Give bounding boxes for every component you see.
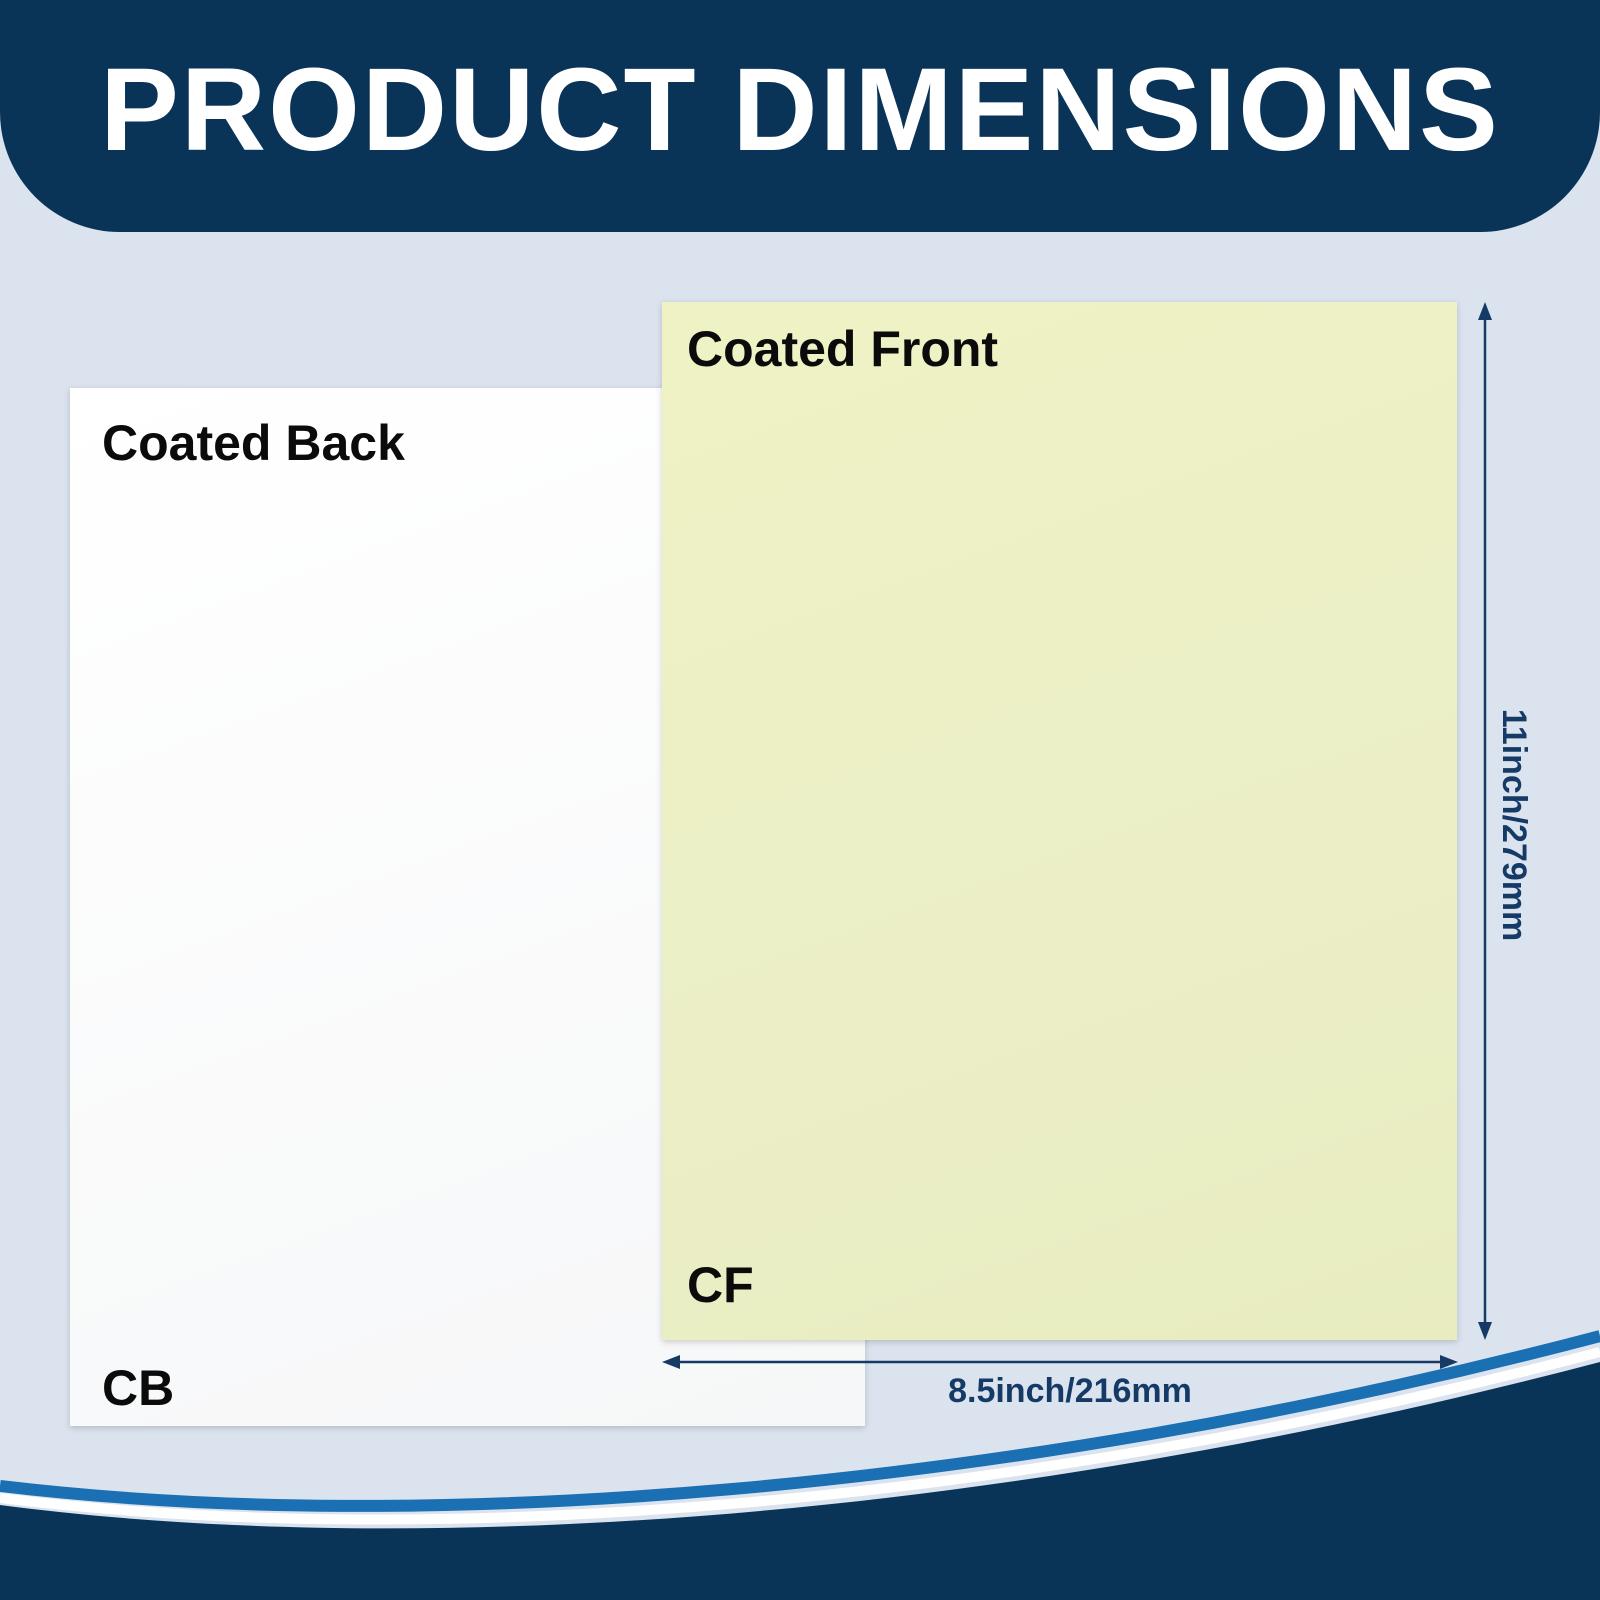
coated-back-label: Coated Back [102,415,405,471]
wave-dark-fill [0,1362,1600,1600]
page-title: PRODUCT DIMENSIONS [100,44,1500,176]
coated-front-label: Coated Front [687,321,999,377]
wave-blue-stripe [0,1330,1600,1512]
width-dimension-label: 8.5inch/216mm [948,1372,1192,1410]
wave-white-stripe [0,1347,1600,1525]
coated-back-code: CB [102,1360,175,1416]
header-banner: PRODUCT DIMENSIONS [0,0,1600,232]
sheet-coated-front: Coated Front CF [662,302,1457,1340]
height-dimension-label: 11inch/279mm [1495,708,1533,942]
coated-front-code: CF [687,1257,754,1313]
